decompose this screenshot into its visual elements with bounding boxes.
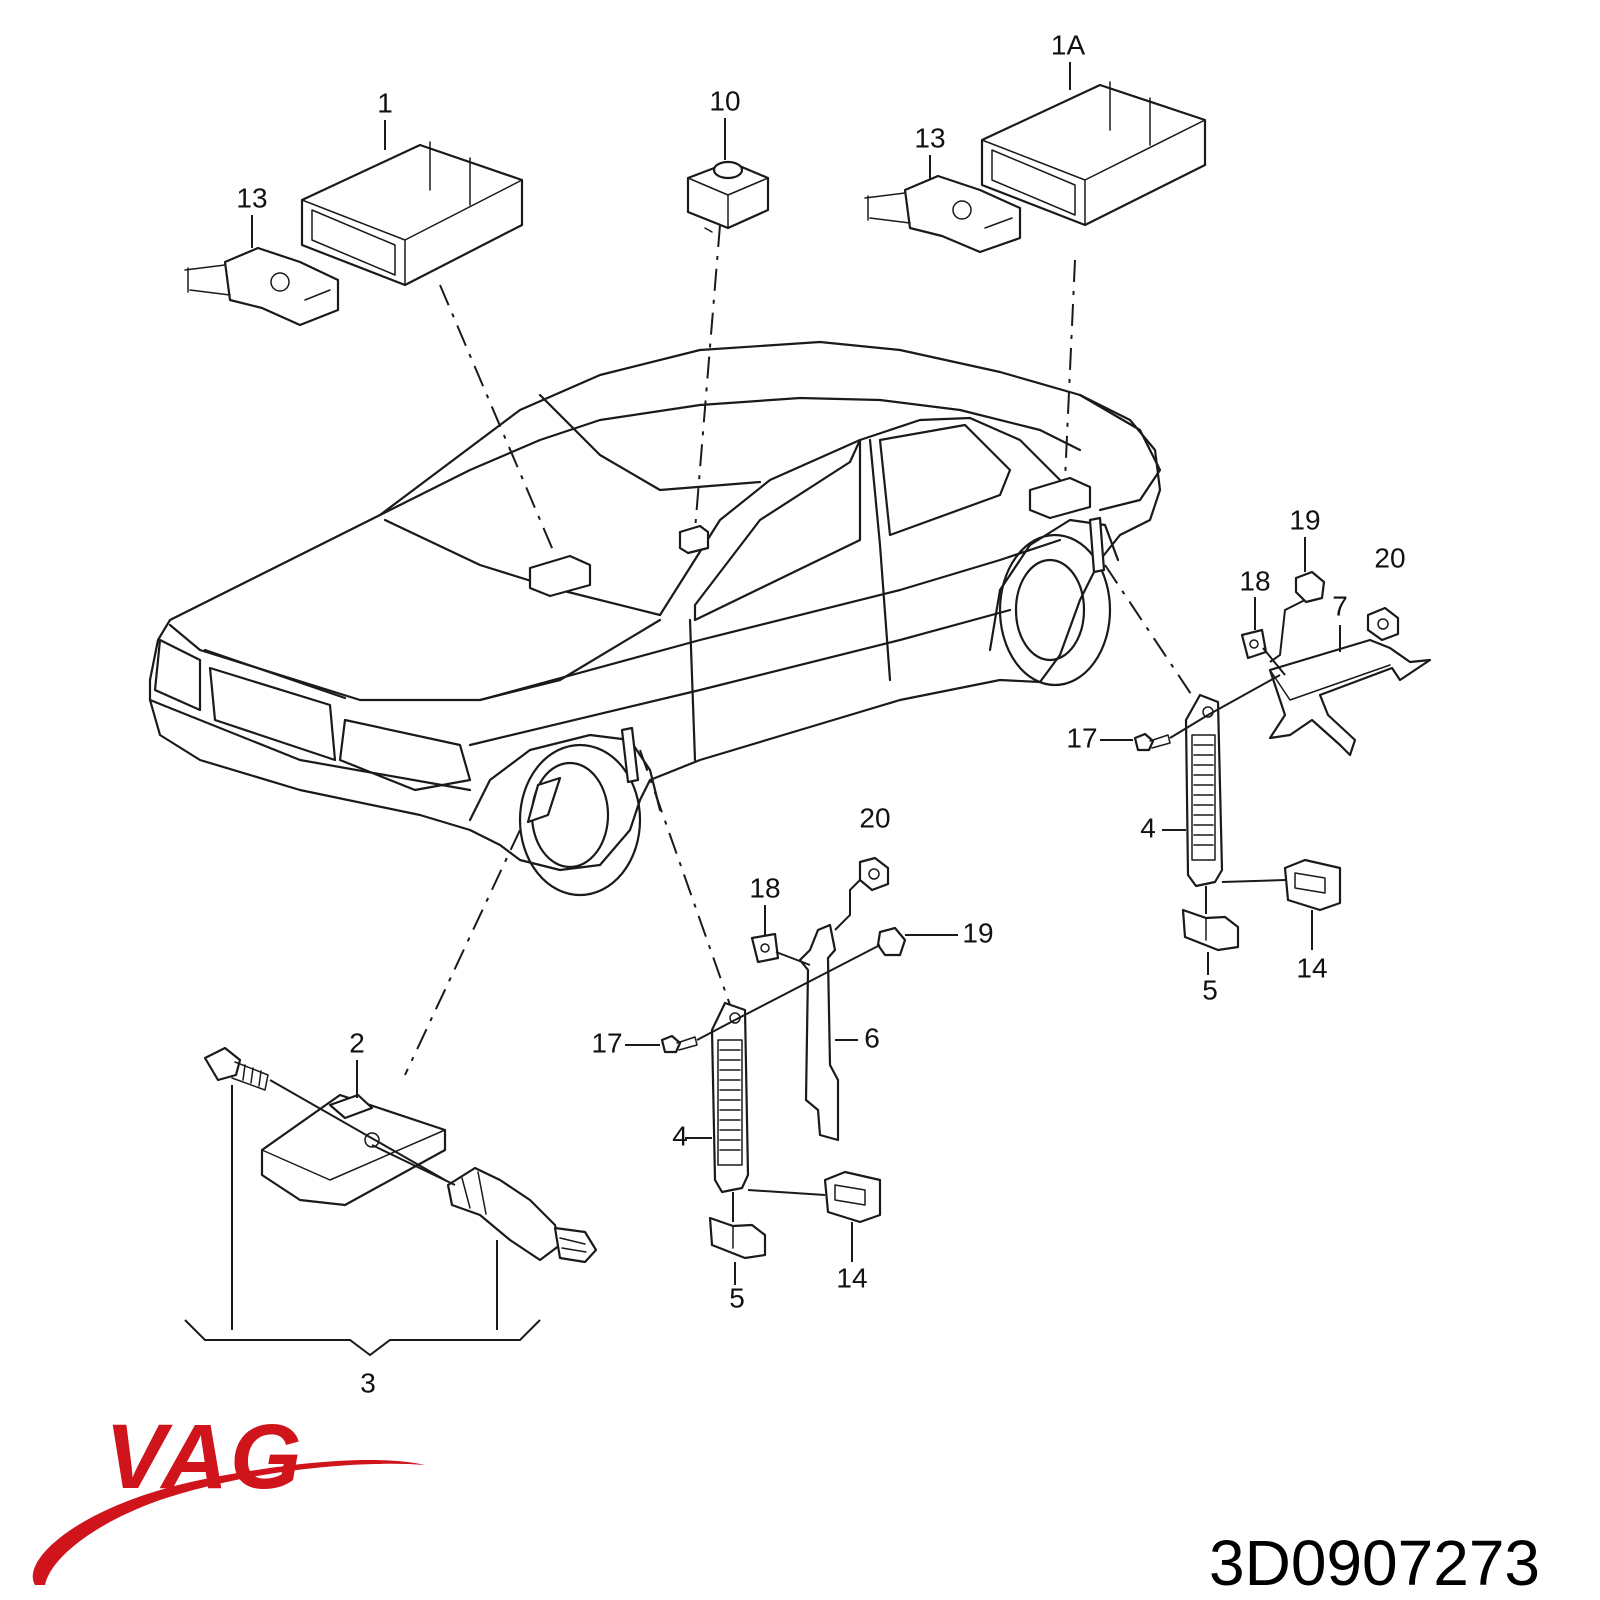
logo-text: VAG: [105, 1406, 304, 1508]
callout-13-left: 13: [236, 182, 267, 213]
callout-1a: 1A: [1051, 29, 1086, 60]
callout-20-right: 20: [1374, 542, 1405, 573]
callout-3: 3: [360, 1367, 376, 1398]
callout-20-left: 20: [859, 802, 890, 833]
part-relay-10: [686, 118, 770, 233]
callout-2: 2: [349, 1027, 365, 1058]
callout-5-right: 5: [1202, 974, 1218, 1005]
callout-4-right: 4: [1140, 812, 1156, 843]
vag-logo: VAG: [32, 1406, 425, 1585]
callout-10: 10: [709, 85, 740, 116]
callout-6: 6: [864, 1022, 880, 1053]
part-antenna-assembly-left: [625, 856, 958, 1285]
dash-leaders: [404, 224, 1196, 1076]
callout-14-left: 14: [836, 1262, 867, 1293]
callout-13-right: 13: [914, 122, 945, 153]
part-control-unit-1a: [980, 62, 1207, 227]
part-connector-13-left: [184, 215, 340, 327]
callout-5-left: 5: [729, 1282, 745, 1313]
callout-17-left: 17: [591, 1027, 622, 1058]
callout-18-right: 18: [1239, 565, 1270, 596]
callout-4-left: 4: [672, 1120, 688, 1151]
part-number: 3D0907273: [1209, 1527, 1540, 1599]
callout-18-left: 18: [749, 872, 780, 903]
part-connector-13-right: [864, 155, 1022, 254]
callout-14-right: 14: [1296, 952, 1327, 983]
part-tire-pressure-sensor: [184, 1046, 598, 1357]
callout-1: 1: [377, 87, 393, 118]
callout-19-left: 19: [962, 917, 993, 948]
callout-17-right: 17: [1066, 722, 1097, 753]
car-illustration: [148, 340, 1162, 897]
part-antenna-assembly-right: [1100, 537, 1432, 975]
callout-labels: 1 1A 10 13 13 2 3 4 4 5 5 6 7 14 14 17 1…: [236, 29, 1405, 1398]
part-control-unit-1: [300, 120, 524, 287]
callout-19-right: 19: [1289, 504, 1320, 535]
callout-7: 7: [1332, 590, 1348, 621]
